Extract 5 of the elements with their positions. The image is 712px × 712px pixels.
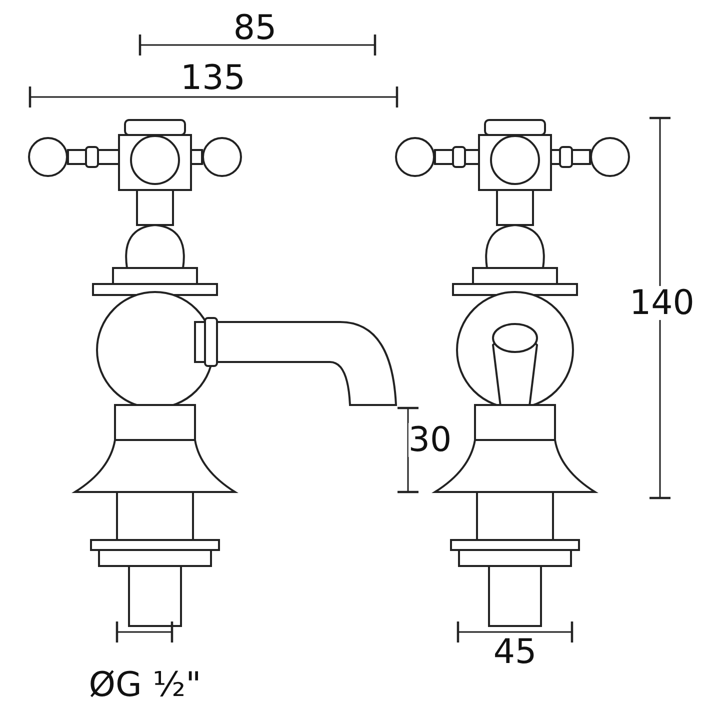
dimension-label: 135: [180, 61, 246, 95]
dimension-label: ØG ½": [88, 668, 202, 702]
dimension-label: 30: [408, 423, 452, 457]
dimension-label: 45: [493, 635, 537, 669]
dimension-label: 85: [233, 11, 277, 45]
